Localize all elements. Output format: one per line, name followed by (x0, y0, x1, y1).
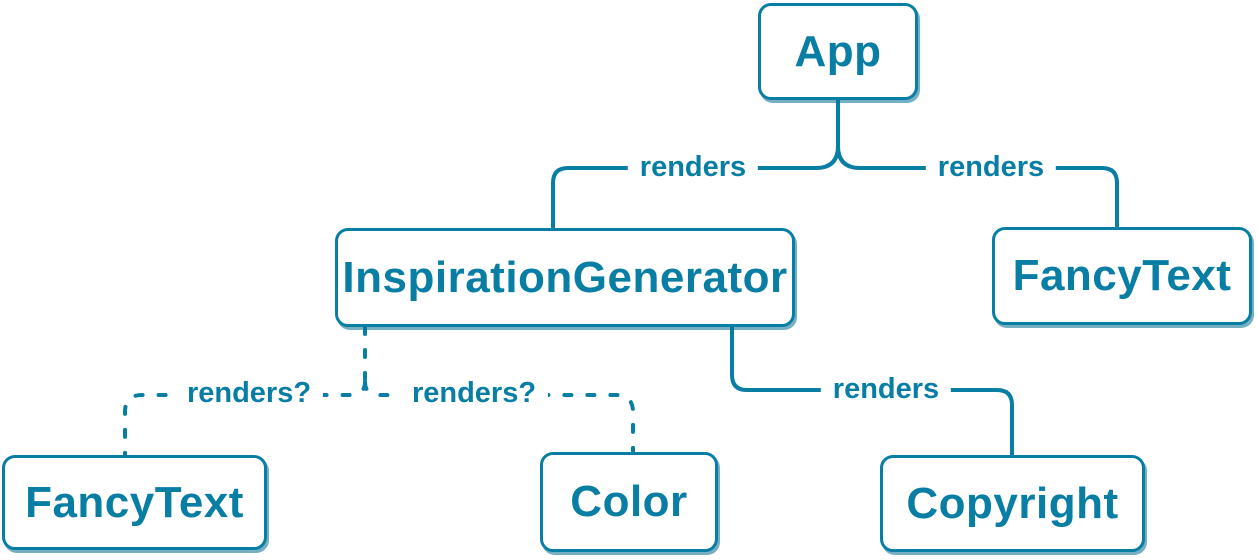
node-app-label: App (794, 26, 882, 76)
node-fancy-text-bottom: FancyText (2, 455, 267, 550)
edge-label-renders-app-fancy-text: renders (925, 150, 1057, 186)
node-app: App (758, 3, 918, 100)
node-copyright: Copyright (880, 455, 1145, 552)
node-copyright-label: Copyright (906, 478, 1119, 528)
node-fancy-text-bottom-label: FancyText (25, 477, 244, 527)
node-fancy-text-top: FancyText (992, 227, 1252, 325)
node-inspiration-generator-label: InspirationGenerator (342, 252, 788, 302)
edge-label-renders-app-inspiration: renders (627, 150, 759, 186)
node-color-label: Color (570, 477, 688, 526)
edge-label-renders-maybe-color: renders? (399, 376, 549, 412)
node-color: Color (540, 452, 718, 552)
edge-label-renders-maybe-fancy-text: renders? (174, 376, 324, 412)
edge-label-renders-copyright: renders (820, 372, 952, 408)
edge-inspiration-generator-fancy-text-bottom (123, 380, 367, 457)
edge-inspiration-generator-color (363, 380, 635, 454)
node-inspiration-generator: InspirationGenerator (335, 228, 795, 327)
node-fancy-text-top-label: FancyText (1012, 251, 1232, 300)
